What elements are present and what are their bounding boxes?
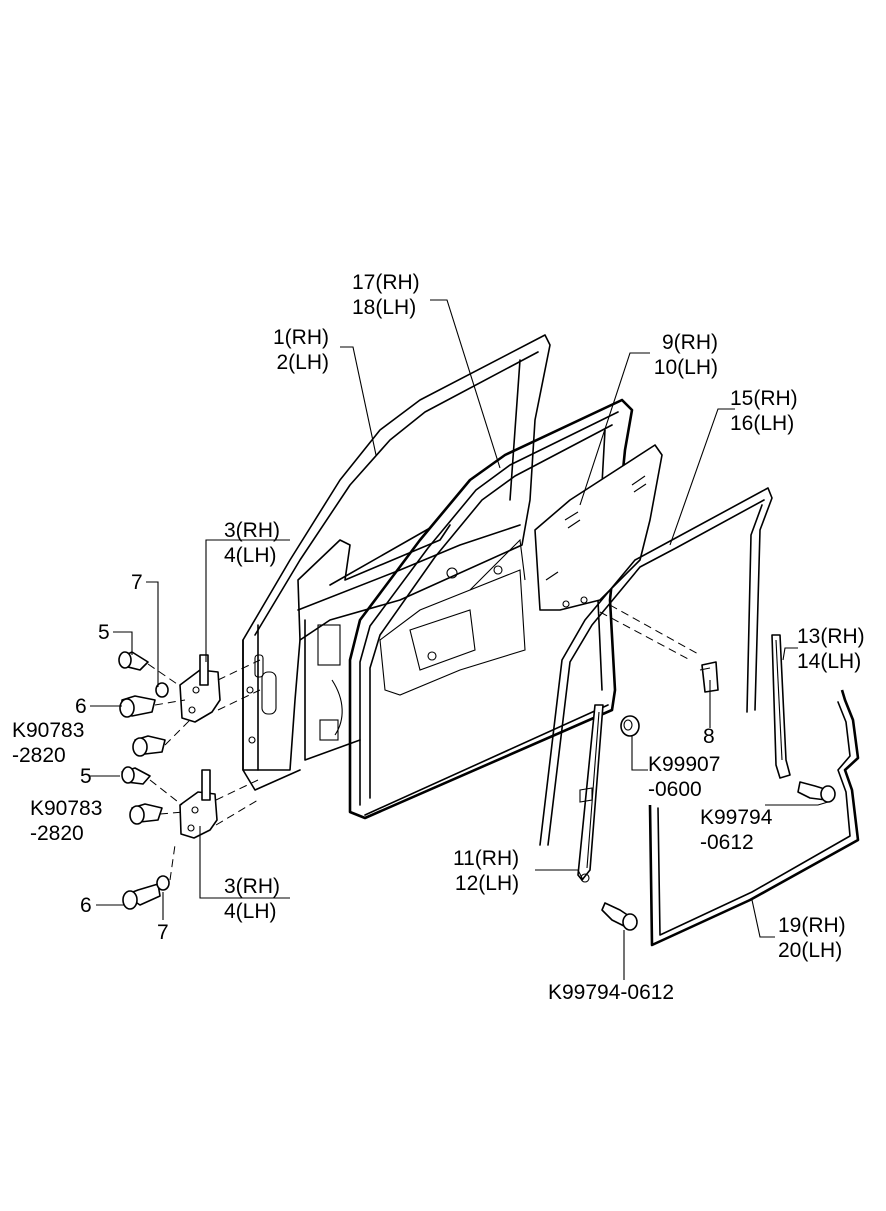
- callout-bolt-lower-6: 6: [80, 894, 92, 917]
- callout-line-1: 3(RH): [224, 519, 280, 542]
- callout-washer-upper: 7: [131, 571, 143, 594]
- callout-lower-seal: 19(RH) 20(LH): [778, 913, 846, 963]
- callout-bolt-k99794-bottom: K99794-0612: [548, 981, 675, 1004]
- callout-line-1: 19(RH): [778, 914, 846, 937]
- callout-bracket: 8: [703, 725, 715, 748]
- nut: [620, 715, 640, 737]
- callout-washer-lower: 7: [157, 921, 169, 944]
- callout-glass-run: 15(RH) 16(LH): [730, 386, 798, 436]
- callout-line-1: 13(RH): [797, 625, 865, 648]
- callout-line-2: 18(LH): [352, 296, 417, 319]
- callout-bolt-k99794-right: K99794 -0612: [700, 805, 772, 855]
- callout-bolt-k90783-lower: K90783 -2820: [30, 796, 102, 846]
- callout-hinge-lower: 3(RH) 4(LH): [224, 874, 280, 924]
- callout-line-1: 15(RH): [730, 387, 798, 410]
- callout-line-1: 1(RH): [273, 326, 329, 349]
- callout-bolt-upper-5: 5: [98, 621, 110, 644]
- callout-line-1: K90783: [12, 719, 85, 742]
- callout-line-2: -0600: [648, 778, 702, 801]
- callout-line-1: 3(RH): [224, 875, 280, 898]
- callout-line-2: 2(LH): [276, 351, 329, 374]
- callout-line-2: 12(LH): [454, 872, 520, 895]
- callout-door-panel: 1(RH) 2(LH): [273, 325, 329, 375]
- rear-channel: [771, 634, 791, 779]
- callout-line-2: 16(LH): [730, 412, 795, 435]
- callout-bolt-upper-6: 6: [75, 695, 87, 718]
- callout-line-2: -2820: [12, 744, 66, 767]
- door-panel: [242, 334, 551, 791]
- callout-line-2: 20(LH): [778, 939, 843, 962]
- front-channel: [577, 704, 604, 883]
- callout-hinge-upper: 3(RH) 4(LH): [224, 518, 280, 568]
- callout-door-glass: 9(RH) 10(LH): [652, 330, 718, 380]
- callout-line-1: K99794: [700, 806, 773, 829]
- callout-line-1: K90783: [30, 797, 103, 820]
- callout-line-2: -2820: [30, 822, 84, 845]
- callout-front-channel: 11(RH) 12(LH): [453, 846, 519, 896]
- callout-nut: K99907 -0600: [648, 752, 720, 802]
- callout-line-1: 11(RH): [453, 847, 520, 870]
- callout-line-1: 9(RH): [662, 331, 718, 354]
- door-inner-panel: [379, 538, 526, 696]
- callout-rear-channel: 13(RH) 14(LH): [797, 624, 865, 674]
- bolts: [118, 651, 836, 931]
- callout-line-2: 4(LH): [224, 900, 277, 923]
- callout-line-2: 4(LH): [224, 544, 277, 567]
- callout-door-weatherstrip: 17(RH) 18(LH): [352, 270, 420, 320]
- leader-lines: [90, 299, 829, 980]
- callout-line-2: -0612: [700, 831, 754, 854]
- alignment-lines: [147, 604, 701, 881]
- hinge-lower: [179, 769, 218, 839]
- lower-seal: [648, 689, 860, 947]
- callout-bolt-lower-5: 5: [80, 765, 92, 788]
- hinge-upper: [179, 654, 221, 723]
- callout-bolt-k90783-upper: K90783 -2820: [12, 718, 84, 768]
- door-glass: [534, 444, 663, 611]
- callout-line-1: 17(RH): [352, 271, 420, 294]
- callout-line-2: 10(LH): [653, 356, 718, 379]
- callout-line-2: 14(LH): [797, 650, 862, 673]
- bracket: [699, 661, 719, 693]
- callout-line-1: K99907: [648, 753, 721, 776]
